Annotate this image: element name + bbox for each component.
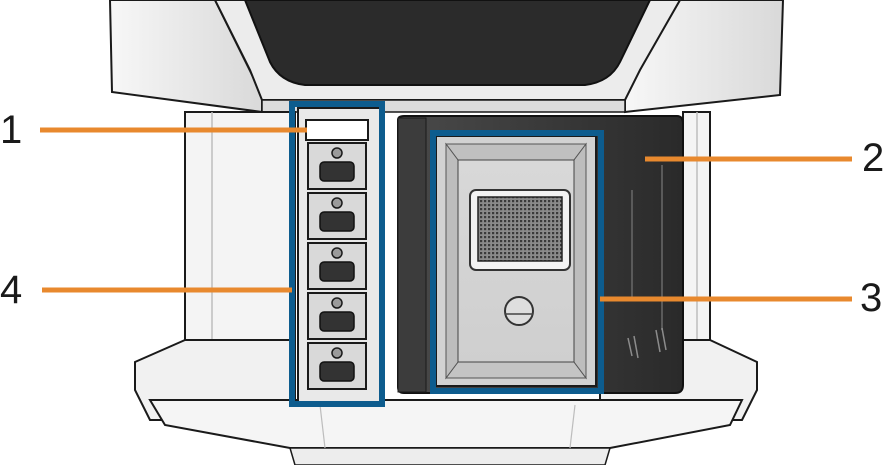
highlight-frame-strip-holder [289, 101, 385, 407]
slot-hole [331, 347, 343, 359]
slot-well [319, 261, 355, 282]
slot-well [319, 311, 355, 332]
base-center [148, 399, 744, 449]
callout-1: 1 [0, 108, 23, 152]
tray-bevel [445, 143, 587, 161]
callout-3: 3 [860, 276, 883, 320]
slot-hole [331, 297, 343, 309]
tray-knob [504, 296, 534, 326]
slot-well [319, 161, 355, 182]
sample-slot [307, 142, 367, 190]
slot-hole [331, 147, 343, 159]
highlight-frame-tray [430, 130, 604, 394]
sample-slot [307, 242, 367, 290]
strip-holder [297, 107, 381, 405]
sample-slots [307, 142, 367, 390]
sample-slot [307, 192, 367, 240]
slot-well [319, 361, 355, 382]
device-body [134, 111, 758, 465]
slot-hole [331, 247, 343, 259]
label-field [305, 119, 369, 141]
top-housing [108, 0, 785, 114]
base-front [288, 447, 612, 465]
well-plate-grid [477, 196, 563, 262]
sample-slot [307, 292, 367, 340]
vent-marks [627, 327, 667, 359]
sample-slot [307, 342, 367, 390]
display-window [243, 0, 652, 86]
slot-well [319, 211, 355, 232]
plate-tray [435, 135, 597, 387]
slot-hole [331, 197, 343, 209]
callout-2: 2 [862, 136, 885, 180]
callout-4: 4 [0, 268, 23, 312]
